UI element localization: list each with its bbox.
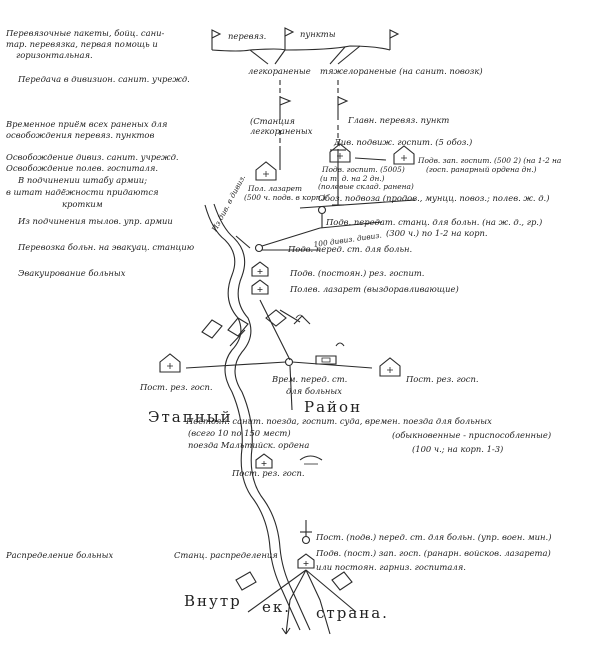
middle-branches — [185, 299, 373, 411]
left-label-5: Временное приём всех раненых для — [5, 119, 167, 129]
bottom-branches — [247, 520, 357, 635]
pol-lazaret-1: Пол. лазарет — [247, 184, 302, 193]
hospital-icon-4 — [251, 261, 269, 277]
link-line-1 — [354, 157, 387, 161]
etap-label-2: Район — [304, 398, 362, 416]
left-label-4: Передача в дивизион. санит. учрежд. — [17, 74, 190, 84]
left-label-9: В подчинении штабу армии; — [17, 175, 147, 185]
left-column-labels: Перевязочные пакеты, бойц. сани- тар. пе… — [5, 28, 195, 560]
postoyan-4: поезда Мальтийск. ордена — [188, 440, 309, 450]
river-line — [204, 203, 311, 631]
pol-lazaret-2: (500 ч. подв. в корп.) — [244, 193, 326, 202]
stanc-legkoranen-2: легкораненых — [250, 126, 313, 136]
hospital-icon-7 — [379, 357, 401, 377]
podv-post-zap: Подв. (пост.) зап. госп. (ранарн. войско… — [315, 548, 551, 558]
punkty-label: пункты — [300, 29, 336, 39]
ili-postoyan: или постоян. гарниз. госпиталя. — [316, 562, 466, 572]
perevyaz-label: перевяз. — [228, 31, 266, 41]
left-label-11: кротким — [62, 199, 103, 209]
left-label-7: Освобождение дивиз. санит. учрежд. — [6, 152, 179, 162]
left-label-10: в штат надёжности придаются — [6, 187, 159, 197]
hospital-icon-1 — [255, 161, 277, 181]
strana-label: страна. — [316, 604, 389, 622]
post-rez-left: Пост. рез. госп. — [139, 382, 213, 392]
div-ebat-label: Из див. в дивиз. — [209, 173, 247, 234]
hospital-icon-6 — [159, 353, 181, 373]
left-label-3: горизонтальная. — [16, 50, 93, 60]
hospital-icon-9 — [297, 553, 315, 569]
left-label-6: освобождения перевяз. пунктов — [6, 130, 154, 140]
postoyan-1: Постоян. санит. поезда, госпит. суда, вр… — [185, 416, 492, 426]
left-label-12: Из подчинения тылов. упр. армии — [17, 216, 173, 226]
vrem-pered-1: Врем. перед. ст. — [271, 374, 347, 384]
train-icon-3 — [265, 309, 287, 327]
obozy-line — [299, 199, 416, 209]
train-icon-2 — [227, 317, 249, 337]
postoyan-2: (всего 10 по 150 мест) — [188, 428, 291, 438]
vnutr-label: Внутр — [184, 592, 242, 610]
obozy-label: Обоз. подвоза (продов., мунцц. повоз.; п… — [318, 193, 549, 203]
hospital-icon-3 — [393, 145, 415, 165]
vrem-pered-2: для больных — [286, 386, 342, 396]
podv-rez-gosp: Подв. (постоян.) рез. госпит. — [289, 268, 424, 278]
stanc-raspr: Станц. распределения — [174, 550, 278, 560]
etap-label-1: Этапный — [148, 408, 233, 426]
train-icon-1 — [201, 319, 223, 339]
left-label-13: Перевозка больн. на эвакуац. станцию — [17, 242, 195, 252]
train-icon-6 — [331, 571, 353, 591]
podv-peredat-1: Подв. передат. станц. для больн. (на ж. … — [325, 217, 542, 227]
train-icon-4 — [315, 342, 345, 365]
pol-lazaret-3: Полев. лазарет (выздоравливающие) — [289, 284, 459, 294]
post-rez-lower: Пост. рез. госп. — [231, 468, 305, 478]
left-label-15: Распределение больных — [5, 550, 113, 560]
hospital-icon-8 — [255, 453, 273, 469]
tyazheloranen-label: тяжелораненые (на санит. повозк) — [320, 66, 483, 76]
stanc-legkoranen-1: (Станция — [250, 116, 295, 126]
podv-gosp-1: Подв. госпит. (5005) — [321, 165, 405, 174]
postoyan-3: (обыкновенные - приспособленные) — [392, 430, 551, 440]
cart-icon-1 — [293, 314, 311, 325]
legkoranen-label: легкораненые — [248, 66, 311, 76]
ek-label: ек. — [262, 598, 291, 616]
left-label-8: Освобождение полев. госпиталя. — [6, 163, 158, 173]
left-label-14: Эвакуирование больных — [18, 268, 126, 278]
glavn-perevyaz-label: Главн. перевяз. пункт — [347, 115, 449, 125]
post-rez-right: Пост. рез. госп. — [405, 374, 479, 384]
junction-1 — [235, 221, 383, 253]
podv-zap-gosp-1: Подв. зап. госпит. (500 2) (на 1-2 на — [417, 156, 561, 165]
cart-icon-2 — [299, 455, 323, 465]
post-podv-1: Пост. (подв.) перед. ст. для больн. (упр… — [315, 532, 551, 542]
podv-peredat-2: (300 ч.) по 1-2 на корп. — [386, 228, 488, 238]
left-label-1: Перевязочные пакеты, бойц. сани- — [5, 28, 165, 38]
podv-gosp-2: (и т. д. на 2 дн.) — [320, 174, 385, 183]
hospital-icon-2 — [329, 143, 351, 163]
podv-pered-st: Подв. перед. ст. для больн. — [287, 244, 412, 254]
hospital-icon-5 — [251, 279, 269, 295]
front-line — [211, 27, 400, 65]
podv-gosp-3: (полевые склад. ранена) — [318, 182, 414, 191]
postoyan-5: (100 ч.; на корп. 1-3) — [412, 444, 503, 454]
div-podv-gosp-label: Див. подвиж. госпит. (5 обоз.) — [333, 137, 472, 147]
train-icon-5 — [235, 571, 257, 591]
left-label-2: тар. перевязка, первая помощь и — [6, 39, 158, 49]
podv-zap-gosp-2: (госп. ранарный ордена дн.) — [426, 165, 537, 174]
